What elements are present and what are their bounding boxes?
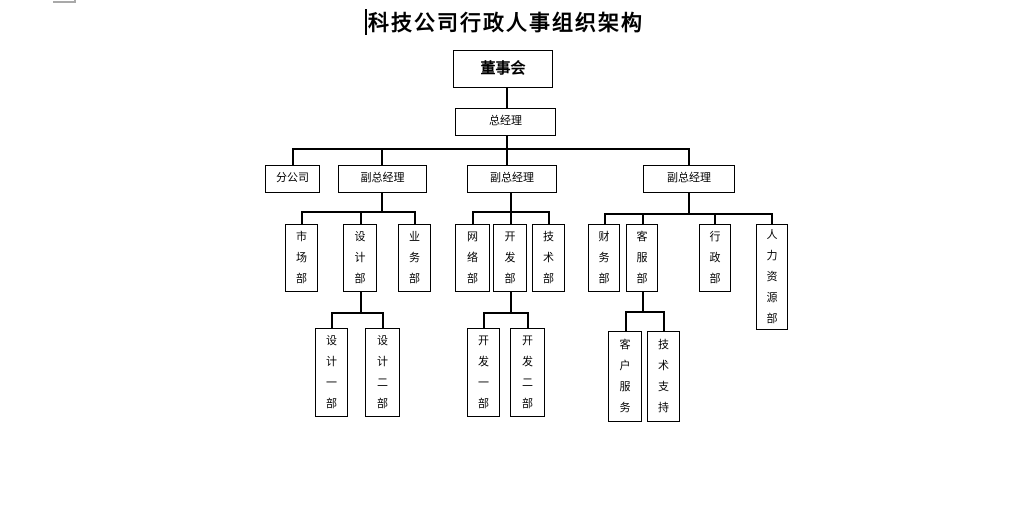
org-node-administration-dept[interactable]: 行政部: [699, 224, 731, 292]
org-node-development-dept[interactable]: 开发部: [493, 224, 527, 292]
node-label: 开发一部: [478, 334, 489, 410]
connector-line: [527, 312, 529, 328]
org-node-design-dept[interactable]: 设计部: [343, 224, 377, 292]
org-node-tech-support-team[interactable]: 技术支持: [647, 331, 680, 422]
connector-line: [604, 213, 606, 224]
connector-line: [688, 193, 690, 213]
org-node-hr-dept[interactable]: 人力资源部: [756, 224, 788, 330]
connector-line: [548, 211, 550, 224]
node-label: 分公司: [276, 172, 309, 185]
connector-line: [625, 311, 664, 313]
node-label: 网络部: [467, 230, 478, 285]
node-label: 总经理: [489, 115, 522, 128]
connector-line: [642, 213, 644, 224]
connector-line: [472, 211, 549, 213]
node-label: 副总经理: [667, 172, 711, 185]
node-label: 人力资源部: [766, 228, 778, 325]
connector-line: [663, 311, 665, 331]
org-node-business-dept[interactable]: 业务部: [398, 224, 431, 292]
node-label: 董事会: [480, 60, 526, 77]
connector-line: [381, 148, 383, 165]
connector-line: [506, 88, 508, 108]
node-label: 开发二部: [522, 334, 533, 410]
node-label: 财务部: [598, 230, 610, 285]
node-label: 设计一部: [326, 334, 337, 410]
text-caret: [365, 9, 367, 35]
org-node-technology-dept[interactable]: 技术部: [532, 224, 565, 292]
node-label: 开发部: [504, 230, 516, 285]
connector-line: [292, 148, 294, 165]
connector-line: [292, 148, 690, 150]
connector-line: [414, 211, 416, 224]
org-node-customer-service-team[interactable]: 客户服务: [608, 331, 642, 422]
connector-line: [301, 211, 415, 213]
node-label: 设计二部: [377, 334, 388, 410]
node-label: 技术部: [543, 230, 554, 285]
connector-line: [642, 292, 644, 311]
connector-line: [688, 148, 690, 165]
connector-line: [472, 211, 474, 224]
org-node-branch-company[interactable]: 分公司: [265, 165, 320, 193]
node-label: 市场部: [296, 230, 307, 285]
node-label: 副总经理: [490, 172, 534, 185]
page-title[interactable]: 科技公司行政人事组织架构: [368, 12, 644, 35]
cropped-ui-artifact: [74, 0, 76, 3]
node-label: 副总经理: [360, 172, 405, 185]
connector-line: [331, 312, 383, 314]
connector-line: [382, 312, 384, 328]
org-node-customer-service-dept[interactable]: 客服部: [626, 224, 658, 292]
connector-line: [506, 136, 508, 165]
cropped-ui-artifact: [53, 1, 75, 3]
org-node-design-division-1[interactable]: 设计一部: [315, 328, 348, 417]
org-node-board[interactable]: 董事会: [453, 50, 553, 88]
node-label: 行政部: [709, 230, 721, 285]
connector-line: [714, 213, 716, 224]
org-node-marketing-dept[interactable]: 市场部: [285, 224, 318, 292]
connector-line: [510, 292, 512, 312]
org-node-vice-gm-1[interactable]: 副总经理: [338, 165, 427, 193]
node-label: 业务部: [409, 230, 420, 285]
connector-line: [381, 193, 383, 212]
org-node-development-division-1[interactable]: 开发一部: [467, 328, 500, 417]
connector-line: [301, 211, 303, 224]
connector-line: [331, 312, 333, 328]
connector-line: [483, 312, 528, 314]
org-node-finance-dept[interactable]: 财务部: [588, 224, 620, 292]
node-label: 技术支持: [658, 338, 669, 414]
org-node-general-manager[interactable]: 总经理: [455, 108, 556, 136]
node-label: 客户服务: [619, 338, 631, 414]
connector-line: [360, 211, 362, 224]
node-label: 客服部: [636, 230, 648, 285]
node-label: 设计部: [354, 230, 366, 285]
org-node-vice-gm-2[interactable]: 副总经理: [467, 165, 557, 193]
org-node-design-division-2[interactable]: 设计二部: [365, 328, 400, 417]
connector-line: [360, 292, 362, 312]
org-node-vice-gm-3[interactable]: 副总经理: [643, 165, 735, 193]
connector-line: [510, 193, 512, 224]
connector-line: [771, 213, 773, 224]
org-node-development-division-2[interactable]: 开发二部: [510, 328, 545, 417]
connector-line: [604, 213, 772, 215]
org-node-network-dept[interactable]: 网络部: [455, 224, 490, 292]
connector-line: [483, 312, 485, 328]
connector-line: [625, 311, 627, 331]
